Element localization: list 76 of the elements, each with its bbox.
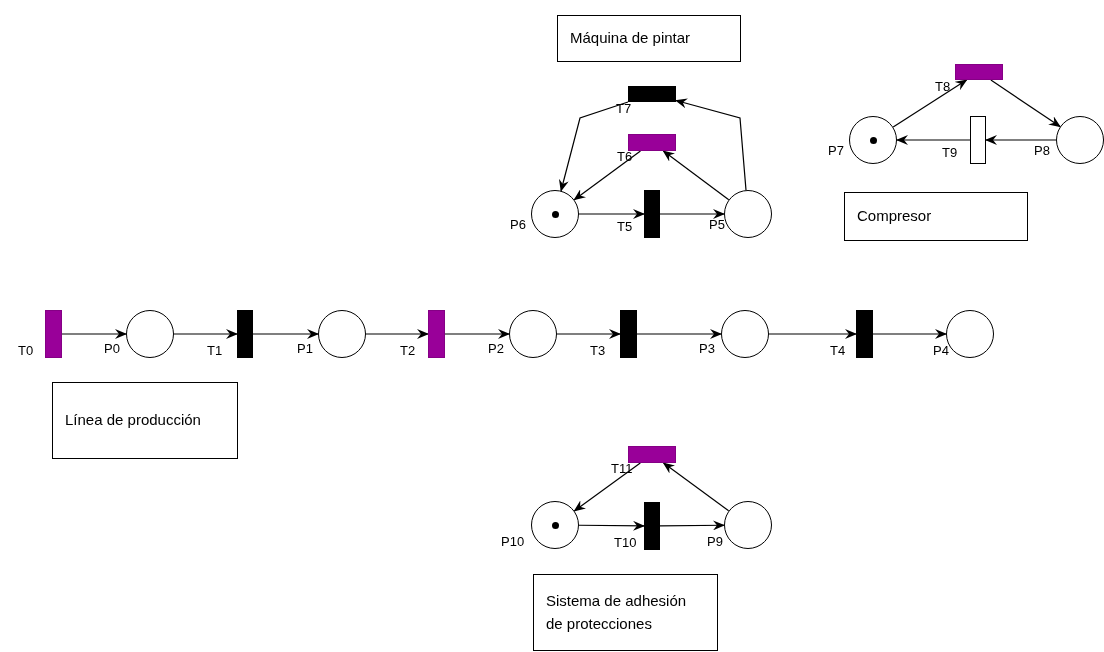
place-circle [509,310,557,358]
arc-arrow [659,520,725,531]
text-box [844,192,1028,241]
transition-bar [856,310,873,358]
place-circle [721,310,769,358]
transition-bar [970,116,986,164]
arc-arrow [985,135,1057,145]
transition-bar [628,134,676,151]
arc-arrow [768,329,857,339]
node-label: T6 [617,150,633,163]
node-label: T4 [830,344,846,357]
arc-arrow [61,329,127,339]
node-label: T8 [935,80,951,93]
node-label: T9 [942,146,958,159]
arc-arrow [662,150,730,201]
transition-bar [955,64,1003,80]
arc-arrow [173,329,238,339]
arc-arrow [556,329,621,339]
node-label: T5 [617,220,633,233]
arc-arrow [365,329,429,339]
box-title: Compresor [857,206,932,227]
node-label: T3 [590,344,606,357]
arc-arrow [662,462,730,512]
node-label: P7 [828,144,844,157]
node-label: P8 [1034,144,1050,157]
arc-arrow [573,462,641,512]
arc-arrow [559,101,629,192]
arc-arrow [573,150,642,201]
node-label: P1 [297,342,313,355]
arc-arrow [636,329,722,339]
place-circle [1056,116,1104,164]
node-label: T7 [616,102,632,115]
node-label: P0 [104,342,120,355]
transition-bar [237,310,253,358]
place-circle [126,310,174,358]
node-label: P10 [501,535,525,548]
text-box [533,574,718,651]
node-label: P2 [488,342,504,355]
arc-arrow [252,329,319,339]
node-label: T0 [18,344,34,357]
text-box [52,382,238,459]
node-label: T11 [611,462,633,475]
arc-arrow [872,329,947,339]
transition-bar [628,446,676,463]
arc-arrow [990,79,1061,128]
node-label: P5 [709,218,725,231]
arc-arrow [444,329,510,339]
node-label: P6 [510,218,526,231]
arc-arrow [896,135,971,145]
transition-bar [644,190,660,238]
arc-arrow [675,98,747,191]
transition-bar [45,310,62,358]
place-circle [531,501,579,549]
node-label: P9 [707,535,723,548]
node-label: T2 [400,344,416,357]
box-title: Máquina de pintar [570,28,691,49]
arc-arrow [892,79,968,128]
arc-arrow [578,209,645,219]
place-circle [318,310,366,358]
text-box [557,15,741,62]
node-label: P3 [699,342,715,355]
arc-arrow [659,209,725,219]
transition-bar [628,86,676,102]
node-label: T10 [614,536,637,549]
transition-bar [644,502,660,550]
transition-bar [620,310,637,358]
node-label: P4 [933,344,949,357]
box-title: Sistema de adhesión de protecciones [546,591,688,634]
place-circle [531,190,579,238]
place-circle [724,190,772,238]
place-circle [724,501,772,549]
box-title: Línea de producción [65,410,201,431]
place-circle [849,116,897,164]
node-label: T1 [207,344,223,357]
transition-bar [428,310,445,358]
arc-arrow [578,520,645,531]
